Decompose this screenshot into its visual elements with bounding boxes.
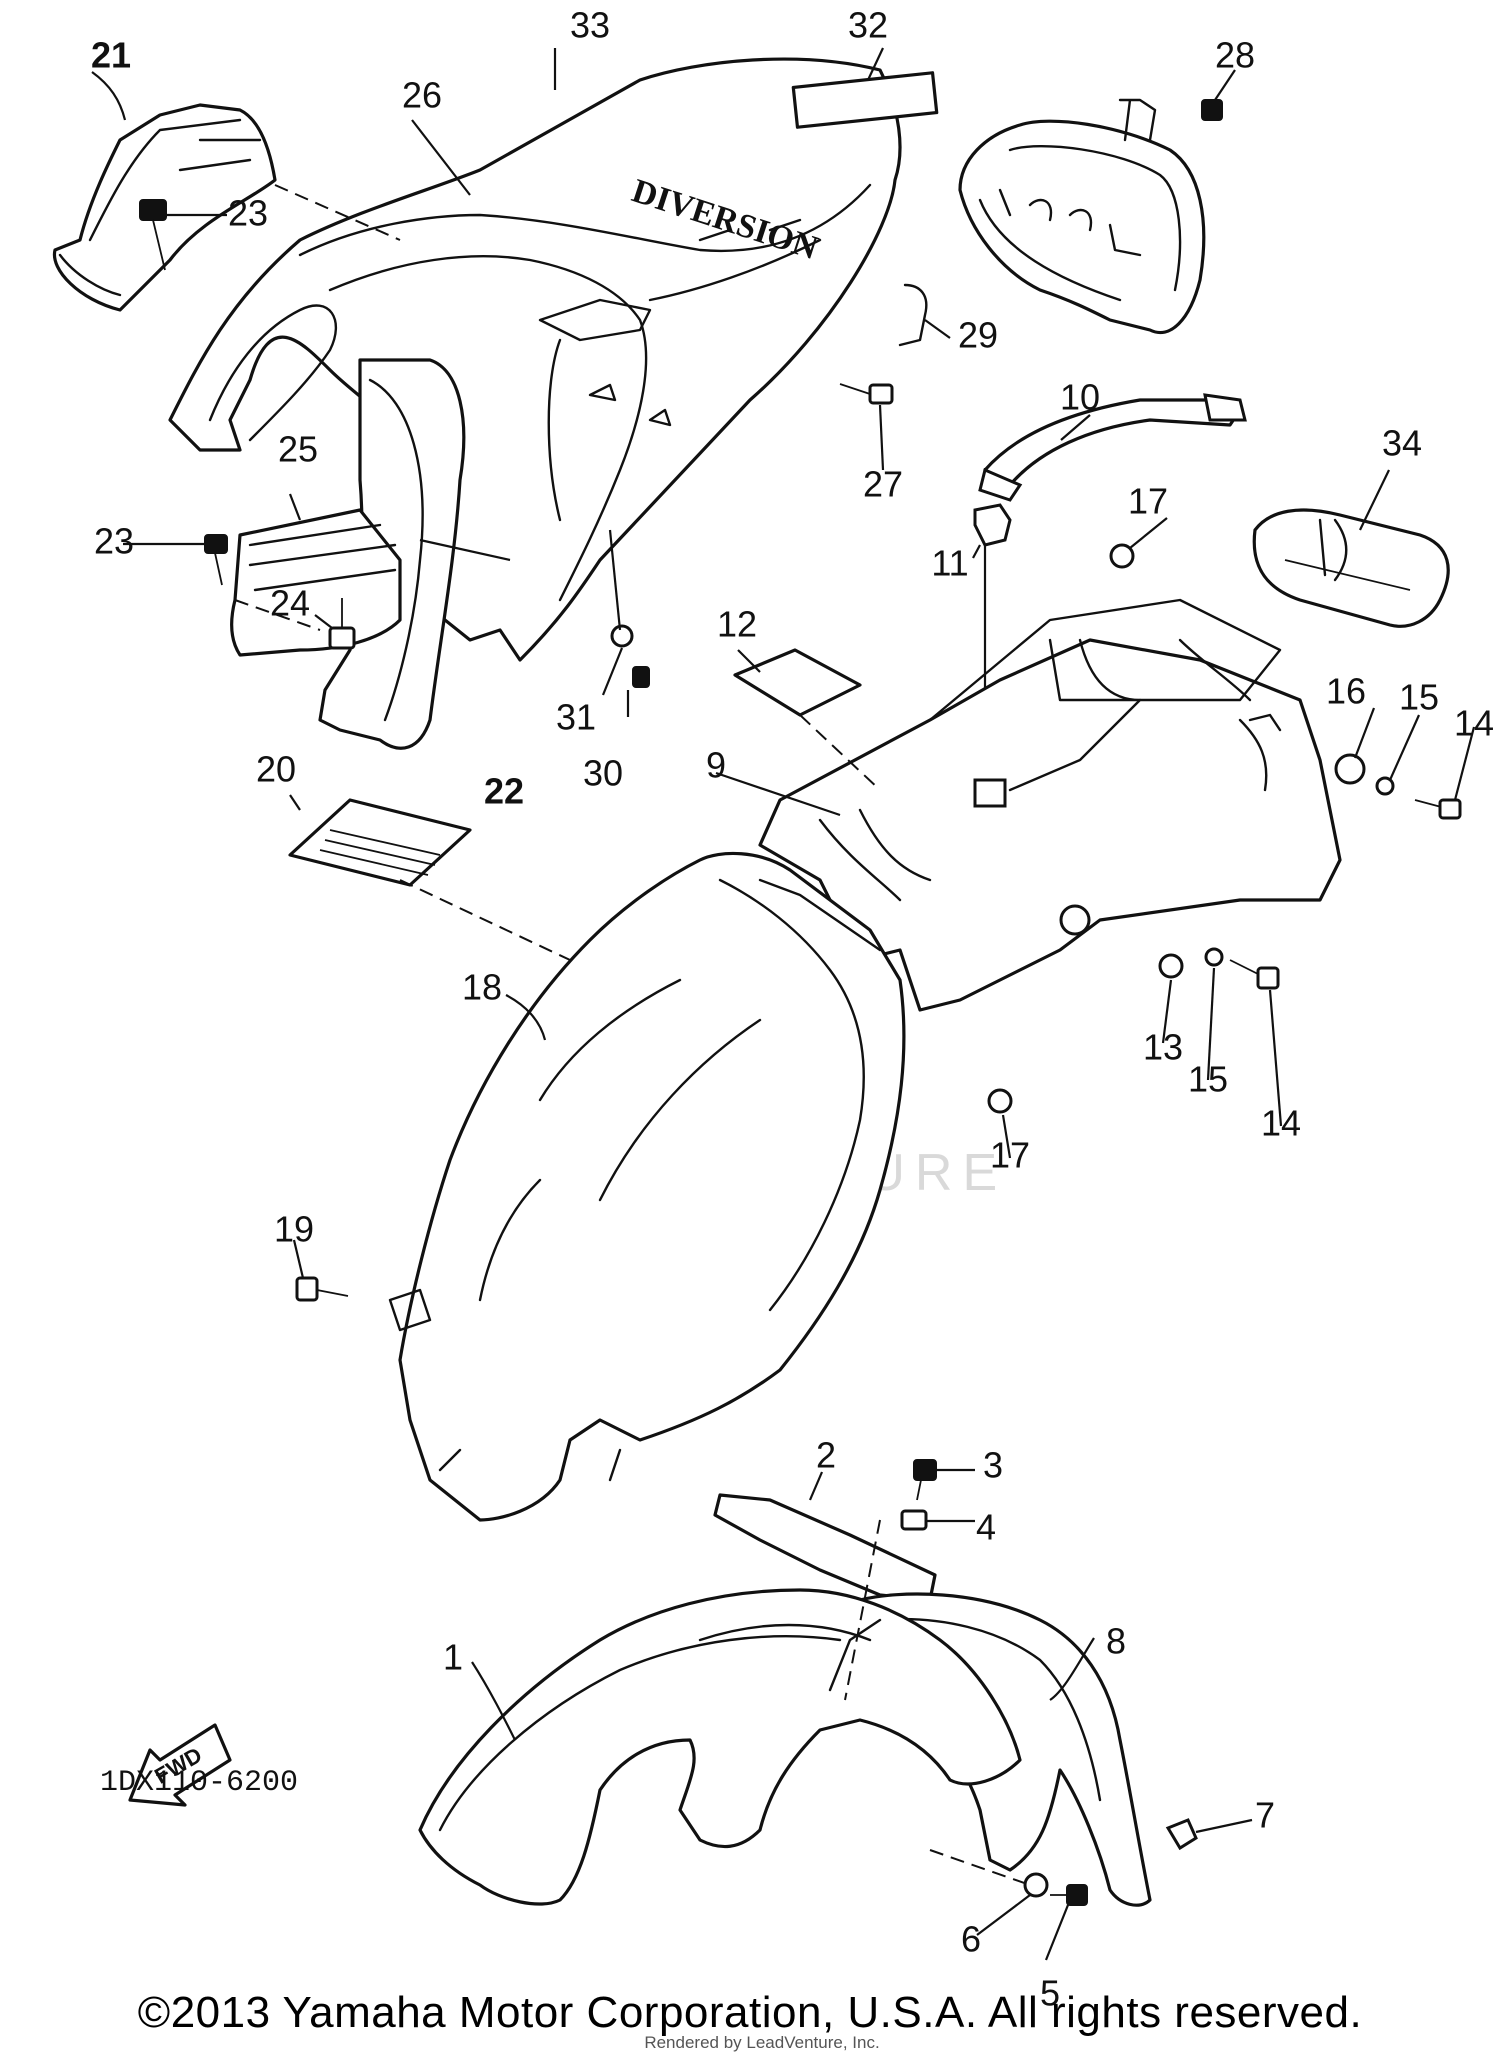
callout-2: 2 [816,1435,836,1476]
part-29-clip [898,283,928,347]
callout-24: 24 [270,583,310,624]
callout-25: 25 [278,429,318,470]
hardware-28-screw [1201,99,1223,121]
callout-17b: 17 [990,1135,1030,1176]
part-28-tail-bracket [958,98,1206,335]
hardware-13-grommet [1158,953,1184,979]
callout-23a: 23 [228,193,268,234]
callout-23b: 23 [94,521,134,562]
callout-20: 20 [256,749,296,790]
hardware-5-bolt [1050,1884,1088,1906]
callouts: 21 26 33 32 28 23 29 10 25 27 34 17 23 1… [91,5,1494,2014]
callout-28: 28 [1215,35,1255,76]
hardware-24-bolt [328,598,356,650]
callout-5: 5 [1040,1973,1060,2014]
callout-34: 34 [1382,423,1422,464]
callout-17a: 17 [1128,481,1168,522]
part-1-front-fender [418,1588,1022,1906]
hardware-27-screw [839,383,894,405]
hardware-7-clip [1165,1818,1198,1851]
hardware-23b-bolt [204,534,228,586]
part-25-taillight-base [230,508,402,657]
dash-taillight [234,599,321,631]
dash-fender-bolt [929,1849,1031,1886]
callout-33: 33 [570,5,610,46]
fwd-arrow: FWD [128,1723,232,1807]
leader-26 [411,119,471,196]
callout-1: 1 [443,1637,463,1678]
callout-15a: 15 [1399,677,1439,718]
callout-6: 6 [961,1919,981,1960]
callout-9: 9 [706,745,726,786]
callout-22: 22 [484,771,524,812]
callout-4: 4 [976,1507,996,1548]
copyright-notice: ©2013 Yamaha Motor Corporation, U.S.A. A… [137,1988,1363,2037]
callout-12: 12 [717,604,757,645]
hardware-17a-nut [1109,543,1135,569]
callout-18: 18 [462,967,502,1008]
callout-13: 13 [1143,1027,1183,1068]
callout-19: 19 [274,1209,314,1250]
callout-30: 30 [583,753,623,794]
hardware-31-nut [610,624,634,648]
hardware-14a-bolt [1414,798,1462,820]
hardware-23a-bolt [139,199,167,271]
callout-10: 10 [1060,377,1100,418]
hardware-3-bolt [913,1459,937,1501]
callout-31: 31 [556,697,596,738]
hardware-6-nut [1023,1872,1049,1898]
leader-lines [91,47,1476,1961]
callout-7: 7 [1255,1795,1275,1836]
part-32-emblem [791,71,939,129]
callout-29: 29 [958,315,998,356]
callout-11: 11 [931,543,968,584]
hardware-15b-washer [1204,947,1224,967]
hardware-17b-nut [987,1088,1013,1114]
callout-15b: 15 [1188,1059,1228,1100]
part-12-pad [733,648,862,717]
render-credit: Rendered by LeadVenture, Inc. [644,2033,879,2052]
dash-21-33 [274,184,401,241]
callout-32: 32 [848,5,888,46]
hardware-4-collar [900,1509,928,1531]
callout-16: 16 [1326,671,1366,712]
part-20-label [288,798,472,887]
part-18-inner-fender [388,851,906,1522]
callout-14a: 14 [1454,703,1494,744]
hardware-16-grommet [1334,753,1366,785]
part-10-strap [978,393,1247,502]
callout-26: 26 [402,75,442,116]
hardware-30-bolt [632,666,650,688]
callout-21: 21 [91,35,131,76]
dash-stay-fender [844,1519,881,1701]
part-34-bag [1252,508,1450,628]
hardware-15a-washer [1375,776,1395,796]
dash-12-9 [799,714,881,791]
callout-14b: 14 [1261,1103,1301,1144]
part-11-clamp [973,503,1012,547]
diagram-code: 1DX110-6200 [100,1766,298,1800]
callout-8: 8 [1106,1621,1126,1662]
callout-3: 3 [983,1445,1003,1486]
part-33-seat-cowl: DIVERSION [168,57,902,662]
callout-27: 27 [863,464,903,505]
hardware-19-bolt [295,1276,349,1302]
hardware-14b-bolt [1229,959,1280,990]
dash-20-18 [399,879,656,1001]
